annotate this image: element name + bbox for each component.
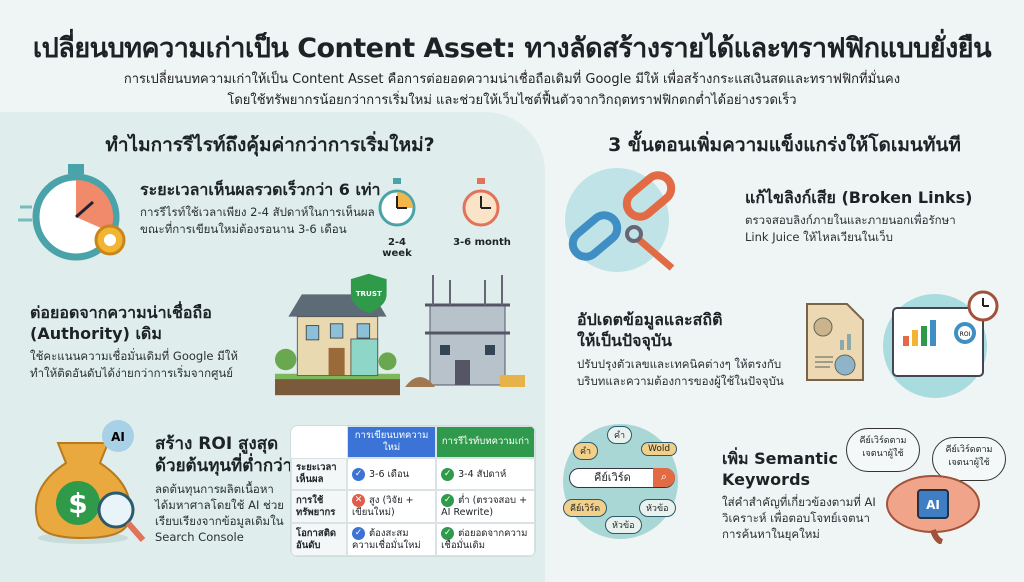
- stopwatch-icon: [18, 164, 126, 261]
- keyword-pill: Wold: [641, 442, 678, 456]
- links-title: แก้ไขลิงก์เสีย (Broken Links): [745, 188, 973, 207]
- roi-title-1: สร้าง ROI สูงสุด: [155, 434, 279, 454]
- ai-chip-label: AI: [926, 498, 940, 512]
- row-label: ระยะเวลาเห็นผล: [291, 458, 347, 490]
- speed-title: ระยะเวลาเห็นผลรวดเร็วกว่า 6 เท่า: [140, 180, 381, 199]
- left-heading: ทำไมการรีไรท์ถึงคุ้มค่ากว่าการเริ่มใหม่?: [105, 134, 435, 156]
- thought-bubble-2: คีย์เวิร์ดตามเจตนาผู้ใช้: [932, 437, 1006, 481]
- update-title-1: อัปเดตข้อมูลและสถิติ: [577, 310, 723, 329]
- check-icon: ✓: [441, 527, 455, 540]
- cell-rewrite: ต่ำ (ตรวจสอบ + AI Rewrite): [441, 495, 528, 518]
- semantic-title-1: เพิ่ม Semantic: [722, 449, 838, 468]
- roi-desc-2: ได้มหาศาลโดยใช้ AI ช่วย: [155, 498, 285, 512]
- old-report-document-icon: [806, 303, 864, 381]
- table-row: โอกาสติดอันดับ ✓ต้องสะสมความเชื่อมั่นใหม…: [291, 523, 535, 556]
- update-desc-1: ปรับปรุงตัวเลขและเทคนิคต่างๆ ให้ตรงกับ: [577, 357, 782, 371]
- links-desc-1: ตรวจสอบลิงก์ภายในและภายนอกเพื่อรักษา: [745, 213, 956, 227]
- speed-desc-1: การรีไรท์ใช้เวลาเพียง 2-4 สัปดาห์ในการเห…: [140, 205, 375, 219]
- cell-rewrite: ต่อยอดจากความเชื่อมั่นเดิม: [441, 528, 528, 551]
- col-header-new: การเขียนบทความใหม่: [347, 426, 437, 458]
- table-row: การใช้ทรัพยากร ✕สูง (วิจัย + เขียนใหม่) …: [291, 490, 535, 523]
- money-bag-icon: $ AI: [34, 420, 146, 544]
- row-label: การใช้ทรัพยากร: [291, 490, 347, 523]
- broken-link-icon: [565, 168, 676, 272]
- page-title: เปลี่ยนบทความเก่าเป็น Content Asset: ทาง…: [32, 33, 992, 64]
- thought-bubble-1: คีย์เวิร์ดตามเจตนาผู้ใช้: [846, 428, 920, 472]
- keyword-pill: คำ: [607, 426, 633, 444]
- keyword-pill: หัวข้อ: [605, 516, 642, 534]
- update-desc-2: บริบทและความต้องการของผู้ใช้ในปัจจุบัน: [577, 374, 784, 388]
- ai-brain-icon: AI: [886, 475, 980, 544]
- gauge-label: ROI: [960, 331, 971, 338]
- semantic-desc-2: วิเคราะห์ เพื่อตอบโจทย์เจตนา: [722, 511, 870, 525]
- small-clock-rewrite-icon: [378, 178, 416, 227]
- svg-text:$: $: [68, 487, 87, 520]
- search-bar: คีย์เวิร์ด ⌕: [569, 468, 675, 488]
- keyword-map-icon: คำ คำ Wold คีย์เวิร์ด ⌕ คีย์เวิร์ด หัวข้อ…: [563, 424, 678, 539]
- keyword-pill: หัวข้อ: [639, 499, 676, 517]
- update-title-2: ให้เป็นปัจจุบัน: [577, 331, 672, 350]
- cross-icon: ✕: [352, 494, 365, 507]
- dashboard-icon: ROI: [883, 290, 999, 398]
- clock-rewrite-label: 2-4 week: [382, 237, 412, 259]
- comparison-table: การเขียนบทความใหม่ การรีไรท์บทความเก่า ร…: [290, 425, 536, 557]
- subtitle-line-2: โดยใช้ทรัพยากรน้อยกว่าการเริ่มใหม่ และช่…: [227, 93, 797, 108]
- check-icon: ✓: [441, 494, 455, 507]
- ai-badge: AI: [111, 430, 125, 444]
- links-desc-2: Link Juice ให้ไหลเวียนในเว็บ: [745, 230, 893, 244]
- semantic-title-2: Keywords: [722, 470, 811, 489]
- semantic-desc-3: การค้นหาในยุคใหม่: [722, 527, 820, 541]
- clock-new-label: 3-6 month: [453, 237, 511, 248]
- small-clock-new-icon: [462, 178, 500, 227]
- check-icon: ✓: [441, 467, 455, 481]
- keyword-pill: คำ: [573, 442, 599, 460]
- semantic-desc-1: ใส่คำสำคัญที่เกี่ยวข้องตามที่ AI: [722, 495, 876, 509]
- roi-desc-3: เรียบเรียงจากข้อมูลเดิมใน: [155, 514, 284, 528]
- speed-desc-2: ขณะที่การเขียนใหม่ต้องรอนาน 3-6 เดือน: [140, 222, 347, 236]
- table-row: ระยะเวลาเห็นผล ✓3-6 เดือน ✓3-4 สัปดาห์: [291, 458, 535, 490]
- roi-desc-4: Search Console: [155, 530, 244, 544]
- row-label: โอกาสติดอันดับ: [291, 523, 347, 556]
- check-icon: ✓: [352, 467, 365, 481]
- cell-new: ต้องสะสมความเชื่อมั่นใหม่: [352, 528, 421, 551]
- roi-title-2: ด้วยต้นทุนที่ต่ำกว่า: [155, 456, 293, 476]
- cell-rewrite: 3-4 สัปดาห์: [458, 468, 507, 480]
- right-heading: 3 ขั้นตอนเพิ่มความแข็งแกร่งให้โดเมนทันที: [608, 134, 961, 156]
- cell-new: สูง (วิจัย + เขียนใหม่): [352, 495, 414, 518]
- cell-new: 3-6 เดือน: [369, 468, 410, 480]
- search-label: คีย์เวิร์ด: [594, 471, 631, 484]
- unfinished-building-illustration: [405, 275, 525, 387]
- keyword-pill: คีย์เวิร์ด: [563, 499, 608, 517]
- subtitle-line-1: การเปลี่ยนบทความเก่าให้เป็น Content Asse…: [123, 72, 901, 87]
- roi-desc-1: ลดต้นทุนการผลิตเนื้อหา: [155, 482, 274, 496]
- trust-badge: TRUST: [356, 289, 382, 298]
- check-icon: ✓: [352, 527, 365, 540]
- authority-desc-1: ใช้คะแนนความเชื่อมั่นเดิมที่ Google มีให…: [30, 349, 238, 363]
- authority-title-2: (Authority) เดิม: [30, 324, 162, 343]
- col-header-rewrite: การรีไรท์บทความเก่า: [436, 426, 535, 458]
- search-icon: ⌕: [653, 468, 675, 487]
- authority-title-1: ต่อยอดจากความน่าเชื่อถือ: [30, 303, 212, 322]
- authority-desc-2: ทำให้ติดอันดับได้ง่ายกว่าการเริ่มจากศูนย…: [30, 366, 233, 380]
- house-illustration: TRUST: [275, 273, 400, 396]
